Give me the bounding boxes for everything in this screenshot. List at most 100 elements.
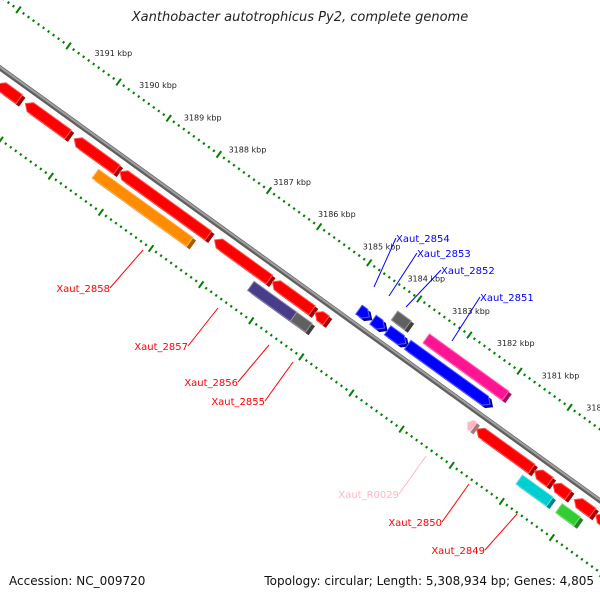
minor-tick: [79, 196, 83, 200]
gene-label: Xaut_2849: [431, 546, 485, 557]
minor-tick: [187, 131, 191, 135]
gene-label: Xaut_2857: [134, 342, 188, 353]
minor-tick: [36, 22, 41, 26]
minor-tick: [177, 123, 181, 128]
minor-tick: [560, 543, 564, 547]
minor-tick: [274, 337, 278, 341]
minor-tick: [344, 387, 348, 391]
gene-label: Xaut_2853: [417, 249, 471, 260]
minor-tick: [440, 456, 444, 460]
minor-tick: [174, 264, 178, 269]
minor-tick: [432, 308, 436, 312]
major-tick: [466, 331, 473, 339]
minor-tick: [227, 160, 231, 164]
minor-tick: [254, 322, 258, 326]
gene-feature: [271, 280, 316, 316]
minor-tick: [495, 496, 499, 500]
minor-tick: [314, 366, 318, 370]
minor-tick: [134, 236, 138, 240]
minor-tick: [525, 517, 529, 522]
minor-tick: [102, 69, 106, 73]
major-tick: [448, 461, 455, 470]
gene-feature: [422, 333, 510, 401]
gene-feature: [73, 137, 121, 175]
minor-tick: [259, 326, 263, 330]
minor-tick: [132, 91, 136, 95]
minor-tick: [124, 228, 128, 232]
minor-tick: [39, 167, 43, 171]
scale-label: 3182 kbp: [497, 339, 535, 348]
minor-tick: [6, 1, 10, 5]
minor-tick: [202, 141, 206, 146]
minor-tick: [244, 315, 248, 319]
minor-tick: [322, 228, 326, 232]
minor-tick: [422, 301, 426, 305]
minor-tick: [164, 257, 168, 261]
minor-tick: [470, 478, 474, 482]
minor-tick: [533, 380, 537, 384]
minor-tick: [407, 290, 411, 294]
gene-label: Xaut_2854: [396, 234, 450, 245]
leader-line: [484, 513, 518, 551]
minor-tick: [237, 167, 241, 171]
minor-tick: [570, 550, 574, 554]
minor-tick: [89, 203, 93, 207]
minor-tick: [272, 192, 276, 196]
minor-tick: [107, 73, 111, 77]
minor-tick: [369, 405, 374, 410]
major-tick: [398, 425, 405, 433]
leader-line: [373, 237, 397, 288]
major-tick: [516, 367, 523, 376]
major-tick: [548, 533, 556, 542]
major-tick: [65, 42, 72, 50]
minor-tick: [94, 207, 98, 211]
minor-tick: [172, 120, 176, 124]
minor-tick: [129, 232, 133, 236]
scale-label: 3188 kbp: [229, 146, 267, 155]
gene-label: Xaut_2855: [211, 397, 265, 408]
leader-line: [109, 249, 144, 289]
minor-tick: [84, 199, 88, 204]
minor-tick: [26, 15, 30, 19]
minor-tick: [588, 420, 592, 424]
minor-tick: [425, 445, 429, 449]
minor-tick: [397, 282, 401, 287]
scale-label: 3180 kbp: [586, 404, 600, 413]
minor-tick: [502, 358, 507, 362]
minor-tick: [324, 373, 328, 377]
minor-tick: [112, 76, 116, 81]
gene-feature: [119, 170, 213, 241]
minor-tick: [137, 94, 141, 99]
minor-tick: [437, 311, 441, 315]
scale-label: 3184 kbp: [407, 275, 445, 284]
minor-tick: [380, 413, 384, 417]
major-tick: [47, 172, 54, 180]
minor-tick: [372, 264, 376, 268]
minor-tick: [309, 362, 313, 366]
minor-tick: [482, 344, 486, 348]
minor-tick: [573, 409, 577, 413]
gene-feature: [314, 311, 331, 326]
gene-feature: [383, 325, 407, 345]
minor-tick: [362, 257, 366, 261]
minor-tick: [427, 304, 431, 308]
scale-label: 3187 kbp: [273, 178, 311, 187]
minor-tick: [374, 409, 379, 413]
minor-tick: [229, 304, 233, 308]
minor-tick: [59, 181, 63, 185]
minor-tick: [593, 423, 597, 428]
minor-tick: [297, 210, 301, 214]
minor-tick: [29, 160, 33, 164]
minor-tick: [420, 442, 424, 446]
minor-tick: [157, 109, 161, 113]
minor-tick: [152, 105, 156, 109]
minor-tick: [284, 344, 288, 348]
minor-tick: [182, 127, 186, 131]
minor-tick: [169, 261, 173, 265]
minor-tick: [279, 340, 283, 344]
minor-tick: [457, 326, 461, 330]
leader-line: [187, 307, 219, 347]
minor-tick: [505, 503, 509, 507]
minor-tick: [410, 434, 414, 438]
minor-tick: [302, 214, 306, 218]
